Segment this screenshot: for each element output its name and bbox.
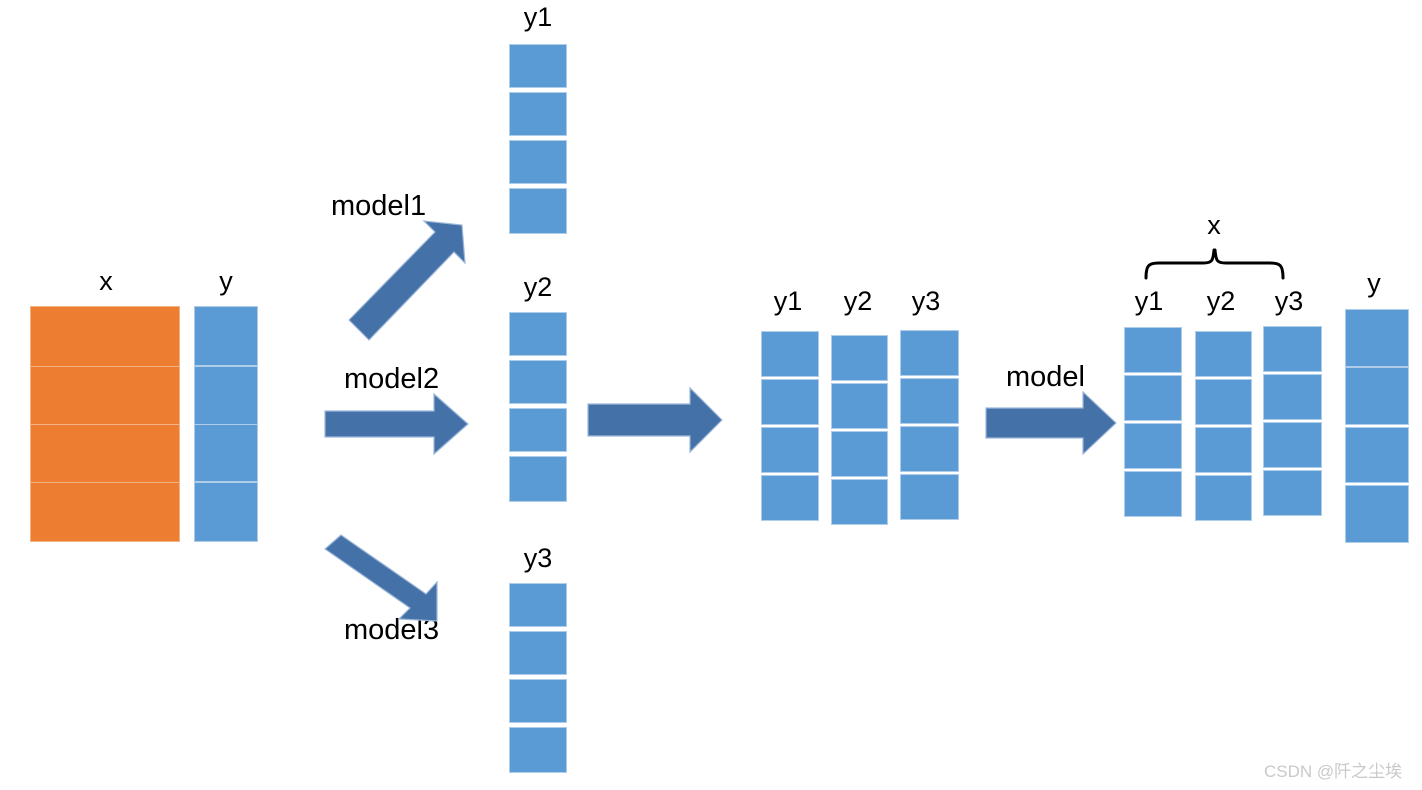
stack-y1-cell	[761, 331, 819, 377]
pred-y3-cell	[509, 583, 567, 627]
stack-y1-cell	[761, 475, 819, 521]
label-pred-y3: y3	[523, 543, 553, 573]
stack-y3-cell	[900, 378, 959, 424]
arrow-model1-icon	[348, 220, 466, 341]
label-meta-y3: y3	[1274, 286, 1304, 316]
meta-y1-cell	[1124, 471, 1182, 517]
watermark: CSDN @阡之尘埃	[1264, 762, 1403, 781]
meta-y2-cell	[1195, 379, 1252, 425]
meta-y3-cell	[1263, 326, 1322, 372]
input-x-cell	[30, 366, 180, 428]
input-x-cell	[30, 306, 180, 368]
label-brace-x: x	[1207, 210, 1221, 240]
pred-y1-cell	[509, 92, 567, 136]
label-model2: model2	[344, 363, 440, 395]
meta-y2-cell	[1195, 427, 1252, 473]
stack-y3-cell	[900, 474, 959, 520]
meta-y-cell	[1345, 427, 1409, 483]
label-stack-y2: y2	[843, 286, 873, 316]
input-x-cell	[30, 424, 180, 486]
arrow-model-icon	[985, 390, 1117, 456]
input-y-cell	[194, 366, 258, 425]
stack-y1-cell	[761, 427, 819, 473]
meta-y-cell	[1345, 485, 1409, 543]
meta-y2-cell	[1195, 475, 1252, 521]
stack-y2-cell	[831, 431, 888, 477]
label-stack-y3: y3	[911, 286, 941, 316]
meta-y1-cell	[1124, 327, 1182, 373]
stack-y2-cell	[831, 383, 888, 429]
stack-y2-cell	[831, 335, 888, 381]
stack-y3-cell	[900, 426, 959, 472]
meta-y1-cell	[1124, 423, 1182, 469]
meta-y3-cell	[1263, 374, 1322, 420]
label-model1: model1	[331, 190, 427, 222]
input-y-cell	[194, 482, 258, 542]
pred-y2-cell	[509, 312, 567, 356]
pred-y1-cell	[509, 44, 567, 88]
pred-y3-cell	[509, 679, 567, 723]
label-model: model	[1006, 361, 1085, 393]
meta-y3-cell	[1263, 422, 1322, 468]
label-pred-y2: y2	[523, 272, 553, 302]
pred-y1-cell	[509, 140, 567, 184]
stack-y3-cell	[900, 330, 959, 376]
arrow-model2-icon	[324, 392, 469, 456]
stack-y1-cell	[761, 379, 819, 425]
label-pred-y1: y1	[523, 2, 553, 32]
meta-y3-cell	[1263, 470, 1322, 516]
stack-y2-cell	[831, 479, 888, 525]
input-x-cell	[30, 482, 180, 542]
pred-y2-cell	[509, 456, 567, 502]
label-stack-y1: y1	[773, 286, 803, 316]
label-input-x: x	[99, 266, 113, 296]
label-meta-y2: y2	[1206, 286, 1236, 316]
label-meta-y: y	[1367, 268, 1381, 298]
meta-y-cell	[1345, 309, 1409, 367]
pred-y3-cell	[509, 727, 567, 773]
meta-y-cell	[1345, 367, 1409, 425]
pred-y1-cell	[509, 188, 567, 234]
meta-y1-cell	[1124, 375, 1182, 421]
input-y-cell	[194, 424, 258, 482]
arrow-model3-icon	[324, 534, 438, 622]
pred-y2-cell	[509, 408, 567, 452]
brace-x-icon	[1144, 248, 1285, 280]
pred-y3-cell	[509, 631, 567, 675]
label-model3: model3	[344, 614, 440, 646]
arrow-merge-icon	[587, 386, 723, 454]
label-meta-y1: y1	[1134, 286, 1164, 316]
meta-y2-cell	[1195, 331, 1252, 377]
input-y-cell	[194, 306, 258, 366]
pred-y2-cell	[509, 360, 567, 404]
label-input-y: y	[219, 266, 233, 296]
